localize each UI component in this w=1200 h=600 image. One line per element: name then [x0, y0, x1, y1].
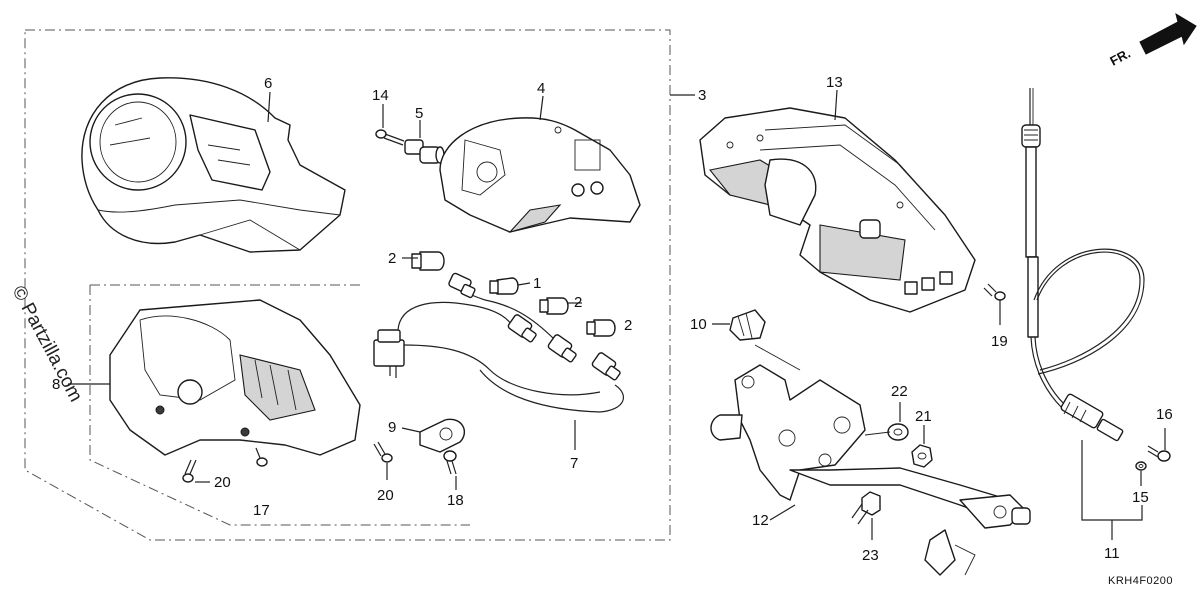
- leader-4: [539, 95, 544, 121]
- callout-20b: 20: [377, 487, 394, 504]
- part-20-screw-b: [373, 441, 393, 463]
- callout-18: 18: [447, 492, 464, 509]
- callout-22: 22: [891, 383, 908, 400]
- leader-13: [834, 89, 838, 121]
- callout-5: 5: [415, 105, 423, 122]
- screw-lower-case-extra: [255, 447, 268, 467]
- callout-9: 9: [388, 419, 396, 436]
- callout-19: 19: [991, 333, 1008, 350]
- callout-4: 4: [537, 80, 545, 97]
- front-direction-label: FR.: [1107, 46, 1133, 69]
- callout-8: 8: [52, 376, 60, 393]
- part-5-collar: [404, 139, 445, 164]
- leader-10-assembly: [754, 344, 801, 371]
- callout-20a: 20: [214, 474, 231, 491]
- leader-22-assembly: [864, 431, 891, 436]
- part-23-bolt: [851, 491, 881, 525]
- part-9-clamp: [419, 418, 465, 453]
- leader-9: [401, 427, 421, 433]
- part-16-screw: [1147, 445, 1171, 462]
- callout-6: 6: [264, 75, 272, 92]
- part-1-bulb: [489, 277, 519, 295]
- part-2-bulb-b: [539, 297, 569, 315]
- leader-1: [517, 282, 531, 286]
- callout-15: 15: [1132, 489, 1149, 506]
- part-7-wire-harness: [373, 272, 625, 413]
- part-14-screw: [375, 129, 405, 146]
- callout-7: 7: [570, 455, 578, 472]
- callout-2a: 2: [388, 250, 396, 267]
- leader-6: [267, 91, 271, 123]
- leader-11-bracket: [1081, 440, 1143, 521]
- callout-2b: 2: [574, 294, 582, 311]
- part-8-lower-case: [109, 299, 361, 456]
- part-10-grommet: [729, 309, 766, 341]
- callout-14: 14: [372, 87, 389, 104]
- callout-3: 3: [698, 87, 706, 104]
- part-20-screw-a: [182, 459, 197, 483]
- part-15-washer: [1135, 461, 1147, 471]
- diagram-code: KRH4F0200: [1108, 575, 1173, 587]
- callout-21: 21: [915, 408, 932, 425]
- watermark-text: © Partzilla.com: [8, 282, 87, 405]
- part-4-meter-panel: [439, 117, 641, 234]
- callout-1: 1: [533, 275, 541, 292]
- callout-17: 17: [253, 502, 270, 519]
- callout-12: 12: [752, 512, 769, 529]
- part-13-rear-case: [699, 107, 976, 313]
- part-2-bulb-c: [586, 319, 616, 337]
- callout-23: 23: [862, 547, 879, 564]
- assembly-boundary: [24, 29, 671, 541]
- part-19-screw: [983, 283, 1006, 301]
- callout-13: 13: [826, 74, 843, 91]
- part-11-speedometer-cable: [1021, 88, 1145, 442]
- callout-16: 16: [1156, 406, 1173, 423]
- part-21-nut: [911, 444, 933, 468]
- part-6-meter-visor: [81, 77, 346, 253]
- part-18-screw: [443, 450, 457, 475]
- leader-12: [769, 504, 796, 521]
- front-direction-arrow: FR.: [1107, 12, 1197, 69]
- part-12-meter-stay: [710, 364, 1031, 576]
- part-22-washer: [887, 423, 909, 441]
- callout-2c: 2: [624, 317, 632, 334]
- callout-10: 10: [690, 316, 707, 333]
- callout-11: 11: [1104, 545, 1120, 562]
- part-2-bulb-a: [411, 251, 445, 271]
